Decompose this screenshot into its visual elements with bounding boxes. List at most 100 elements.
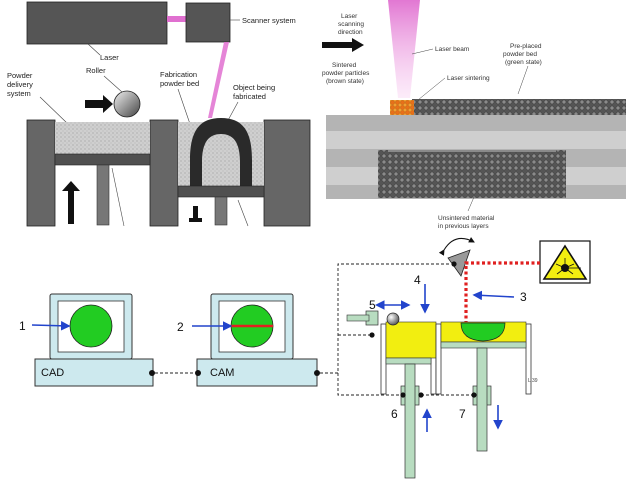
feed-piston-port — [400, 392, 406, 398]
feed-piston-rod-b — [404, 363, 416, 479]
powder-delivery-label-1: Powder — [7, 71, 33, 80]
machine-frame-left — [26, 119, 56, 227]
object-label-2: fabricated — [233, 92, 266, 101]
unsintered-top-edge — [388, 150, 556, 152]
scan-direction-label-2: scanning — [338, 21, 364, 28]
unsintered-label-2: in previous layers — [438, 223, 489, 230]
callout-1: 1 — [19, 319, 26, 333]
laser-beam-diagonal — [208, 42, 229, 118]
cad-base — [34, 358, 154, 387]
fab-leader — [237, 199, 249, 227]
callout-3: 3 — [520, 290, 527, 304]
build-piston-rod — [476, 347, 488, 452]
roller-arm — [346, 314, 370, 322]
mirror-pivot — [451, 261, 457, 267]
roller-push-arrow — [85, 95, 113, 113]
laser-beam-leader — [411, 48, 434, 55]
build-part — [460, 322, 506, 342]
sintered-brown-state — [390, 100, 414, 115]
cad-label: CAD — [41, 367, 64, 379]
sintering-detail-diagram: Laser scanning direction Laser beam Sint… — [322, 0, 626, 230]
preplaced-label-1: Pre-placed — [510, 43, 542, 50]
roller-arm-port — [369, 332, 375, 338]
feed-leader — [111, 167, 125, 227]
laser-focus-arrow — [472, 290, 515, 301]
laser-beam-horizontal — [167, 16, 186, 22]
callout-2: 2 — [177, 320, 184, 334]
laser-beam-path — [464, 261, 540, 323]
build-piston-port — [471, 392, 477, 398]
laser-hazard-rays — [555, 258, 581, 275]
feed-piston-plate — [54, 153, 151, 166]
fab-piston-rod — [214, 196, 228, 226]
unsintered-previous-layers — [378, 150, 566, 198]
preplaced-leader — [517, 65, 529, 95]
cad-part — [69, 304, 113, 348]
sintered-label-2: powder particles — [322, 70, 370, 77]
laser-leader — [87, 43, 101, 56]
cam-port-in — [195, 370, 201, 376]
powder-roller — [386, 312, 400, 326]
roller-label: Roller — [86, 66, 106, 75]
preplaced-label-3: (green state) — [505, 59, 542, 66]
build-chamber-right-wall — [525, 323, 532, 395]
machine-frame-right — [263, 119, 311, 227]
green-state-powder — [412, 99, 626, 115]
callout-5: 5 — [369, 298, 376, 312]
callout-6: 6 — [391, 407, 398, 421]
roller — [113, 90, 141, 118]
feed-piston-plate-b — [385, 357, 432, 365]
cad-callout-arrow — [31, 320, 71, 331]
feed-piston-port-2 — [418, 392, 424, 398]
scan-direction-label-1: Laser — [341, 13, 358, 20]
fab-bed-leader — [177, 88, 191, 125]
process-schematic: CAD CAM — [19, 237, 591, 479]
scan-direction-label-3: direction — [338, 29, 363, 36]
unsintered-label-1: Unsintered material — [438, 215, 495, 222]
layer-band-2 — [326, 131, 626, 149]
laser-beam-label: Laser beam — [435, 46, 469, 53]
feed-up-arrow — [62, 181, 80, 224]
powder-delivery-label-2: delivery — [7, 80, 33, 89]
fabricated-object — [190, 118, 252, 186]
figure-code: L 39 — [528, 378, 538, 384]
layer-band-1 — [326, 115, 626, 131]
build-piston-plate — [440, 341, 527, 349]
fab-down-arrow — [189, 206, 202, 222]
fab-piston-plate — [177, 185, 265, 198]
powder-delivery-label-3: system — [7, 89, 31, 98]
laser-beam-cone — [388, 0, 420, 98]
sls-machine-diagram: Laser Scanner system Roller Powder deliv… — [7, 1, 311, 227]
build-chamber-left-wall — [435, 323, 442, 395]
cad-port — [149, 370, 155, 376]
cam-label: CAM — [210, 367, 234, 379]
powder-feed-bed — [55, 122, 150, 154]
object-label-1: Object being — [233, 83, 275, 92]
sintered-label-3: (brown state) — [326, 78, 364, 85]
scanner-label: Scanner system — [242, 16, 296, 25]
laser-sintering-label: Laser sintering — [447, 75, 490, 82]
machine-frame-divider — [149, 119, 179, 227]
powder-delivery-leader — [39, 96, 69, 125]
laser-sintering-leader — [417, 77, 446, 101]
cam-control-bus — [320, 263, 451, 374]
unsintered-leader — [467, 196, 475, 212]
feed-powder — [385, 321, 437, 359]
feed-piston-rod — [96, 164, 110, 226]
laser-unit — [26, 1, 168, 45]
sintered-label-1: Sintered — [332, 62, 357, 69]
preplaced-label-2: powder bed — [503, 51, 537, 58]
fab-bed-label-2: powder bed — [160, 79, 199, 88]
callout-7: 7 — [459, 407, 466, 421]
cam-port-out — [314, 370, 320, 376]
laser-label: Laser — [100, 53, 119, 62]
scan-direction-arrow — [322, 38, 364, 52]
cam-piston-link — [337, 373, 474, 396]
scanner-unit — [185, 2, 231, 43]
callout-4: 4 — [414, 273, 421, 287]
feed-chamber-left-wall — [380, 323, 387, 395]
roller-leader — [103, 75, 123, 93]
mirror-rotation-arrow — [438, 237, 475, 256]
fab-bed-label-1: Fabrication — [160, 70, 197, 79]
